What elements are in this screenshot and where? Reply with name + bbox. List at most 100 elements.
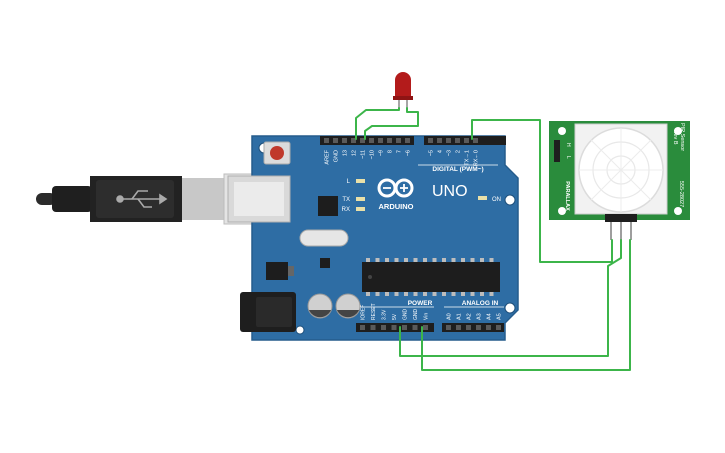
led-label-rx: RX xyxy=(342,207,350,213)
board-model: UNO xyxy=(432,183,468,200)
digital-header-label: DIGITAL (PWM~) xyxy=(432,166,483,173)
power-pin-hole[interactable] xyxy=(402,325,407,330)
digital-pin-hole[interactable] xyxy=(342,138,347,143)
chip-leg xyxy=(394,292,399,296)
digital-pin-label: TX→1 xyxy=(465,150,471,166)
power-pin-hole[interactable] xyxy=(391,325,397,330)
digital-pin-hole[interactable] xyxy=(428,138,433,143)
chip-leg xyxy=(366,258,370,262)
analog-pin-hole[interactable] xyxy=(466,325,471,330)
digital-pin-label: 12 xyxy=(352,150,358,156)
chip-leg xyxy=(480,292,484,296)
digital-pin-hole[interactable] xyxy=(378,138,383,143)
digital-pin-hole[interactable] xyxy=(405,138,410,143)
analog-pin-hole[interactable] xyxy=(446,325,451,330)
chip-leg xyxy=(413,292,418,296)
digital-pin-label: 4 xyxy=(438,150,444,153)
chip-leg xyxy=(385,258,389,262)
digital-pin-label: 13 xyxy=(343,150,349,156)
red-led[interactable] xyxy=(393,72,413,108)
analog-pin-hole[interactable] xyxy=(476,325,481,330)
digital-pin-label: 7 xyxy=(397,150,403,153)
digital-pin-label: GND xyxy=(334,150,340,162)
chip-leg xyxy=(451,292,456,296)
chip-leg xyxy=(404,292,408,296)
reset-button[interactable] xyxy=(263,141,291,165)
wire-gnd-to-sensor-gnd xyxy=(421,239,631,371)
analog-pin-label: A2 xyxy=(467,313,473,320)
wire-5v-to-sensor-vcc xyxy=(399,239,622,357)
power-pin-hole[interactable] xyxy=(381,325,386,330)
jumper-label-h: H xyxy=(565,143,571,147)
digital-pin-hole[interactable] xyxy=(396,138,401,143)
usb-icon xyxy=(116,190,168,208)
sensor-title: PIR Sensor xyxy=(679,123,685,151)
digital-pin-hole[interactable] xyxy=(464,138,469,143)
digital-pin-hole[interactable] xyxy=(333,138,338,143)
analog-pin-hole[interactable] xyxy=(456,325,461,330)
chip-leg xyxy=(394,258,399,262)
chip-leg xyxy=(451,258,456,262)
chip-leg xyxy=(442,258,446,262)
sensor-part-number: 555-28027 xyxy=(678,181,684,207)
chip-leg xyxy=(385,292,389,296)
capacitors xyxy=(307,293,361,319)
analog-pin-hole[interactable] xyxy=(486,325,491,330)
digital-pin-hole[interactable] xyxy=(446,138,451,143)
digital-pin-label: ~3 xyxy=(447,150,453,156)
power-header-label: POWER xyxy=(408,300,433,307)
chip-leg xyxy=(413,258,418,262)
wire-led-to-gnd xyxy=(355,107,400,140)
digital-pin-hole[interactable] xyxy=(455,138,460,143)
on-label: ON xyxy=(492,197,501,203)
analog-pin-label: A0 xyxy=(447,313,453,320)
digital-pin-label: ~11 xyxy=(361,150,367,159)
chip-leg xyxy=(470,292,475,296)
power-pin-label: 5V xyxy=(392,313,398,320)
sensor-brand: PARALLAX xyxy=(564,181,570,211)
analog-pin-label: A1 xyxy=(457,313,463,320)
digital-pin-hole[interactable] xyxy=(360,138,365,143)
power-pin-label: 3.3V xyxy=(382,309,388,320)
chip-leg xyxy=(404,258,408,262)
analog-pin-hole[interactable] xyxy=(496,325,501,330)
chip-leg xyxy=(366,292,370,296)
chip-leg xyxy=(489,292,494,296)
digital-pin-hole[interactable] xyxy=(437,138,442,143)
chip-leg xyxy=(461,292,465,296)
power-pin-hole[interactable] xyxy=(370,325,376,330)
digital-pin-label: AREF xyxy=(325,149,331,164)
analog-header-label: ANALOG IN xyxy=(462,300,499,307)
chip-leg xyxy=(375,258,380,262)
sensor-revision: Rev B xyxy=(672,130,678,145)
chip-leg xyxy=(423,292,427,296)
power-pin-hole[interactable] xyxy=(360,325,365,330)
led-label-l: L xyxy=(347,179,351,185)
wire-led-to-pin13 xyxy=(364,107,419,140)
led-label-tx: TX xyxy=(342,197,350,203)
digital-pin-label: ~6 xyxy=(406,150,412,156)
digital-pin-hole[interactable] xyxy=(387,138,392,143)
microcontroller-chip xyxy=(362,258,500,296)
digital-pin-hole[interactable] xyxy=(473,138,478,143)
digital-pin-label: 2 xyxy=(456,150,462,153)
digital-pin-label: ~9 xyxy=(379,150,385,156)
digital-pin-hole[interactable] xyxy=(351,138,356,143)
analog-pin-label: A4 xyxy=(487,313,493,320)
chip-leg xyxy=(432,258,437,262)
power-pin-hole[interactable] xyxy=(412,325,418,330)
digital-pin-label: RX←0 xyxy=(474,150,480,166)
status-leds: L TX RX xyxy=(342,179,365,213)
digital-pin-hole[interactable] xyxy=(369,138,374,143)
chip-leg xyxy=(432,292,437,296)
digital-pin-hole[interactable] xyxy=(324,138,329,143)
power-pin-hole[interactable] xyxy=(423,325,428,330)
jumper-label-l: L xyxy=(565,156,571,159)
power-pin-label: RESET xyxy=(371,303,377,320)
chip-leg xyxy=(489,258,494,262)
pir-sensor[interactable]: H L PARALLAX PIR Sensor Rev B 555-28027 xyxy=(549,121,690,240)
